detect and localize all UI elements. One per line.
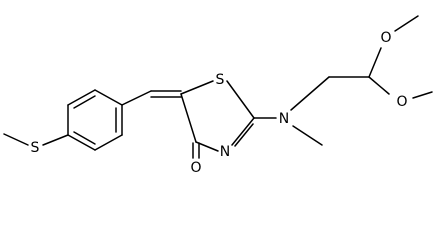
bond-aryl-methine [121, 90, 152, 106]
bond-ch-o-top [368, 47, 382, 78]
thiazolone-ring [180, 80, 255, 152]
bond-n-ch2 [290, 76, 330, 111]
bond-methyl-s [3, 133, 29, 146]
atom-o-methoxy-right: O [396, 94, 407, 110]
bond-n-methyl [292, 125, 323, 146]
structure-canvas: S S N O N O O [3, 15, 433, 176]
atom-n-amine: N [279, 111, 289, 127]
bond-o-right-methyl [412, 91, 433, 99]
atom-s-ring: S [216, 72, 225, 88]
benzene-ring [67, 89, 123, 151]
bond-ch-o-right [368, 76, 390, 95]
atom-o-carbonyl: O [190, 160, 201, 176]
bond-s-aryl [42, 134, 69, 146]
atom-n-ring: N [220, 144, 230, 160]
bond-o-top-methyl [394, 15, 419, 32]
atom-s-methylthio: S [31, 140, 40, 156]
molecule-structure: S S N O N O O [3, 15, 433, 176]
atom-o-methoxy-top: O [380, 30, 391, 46]
